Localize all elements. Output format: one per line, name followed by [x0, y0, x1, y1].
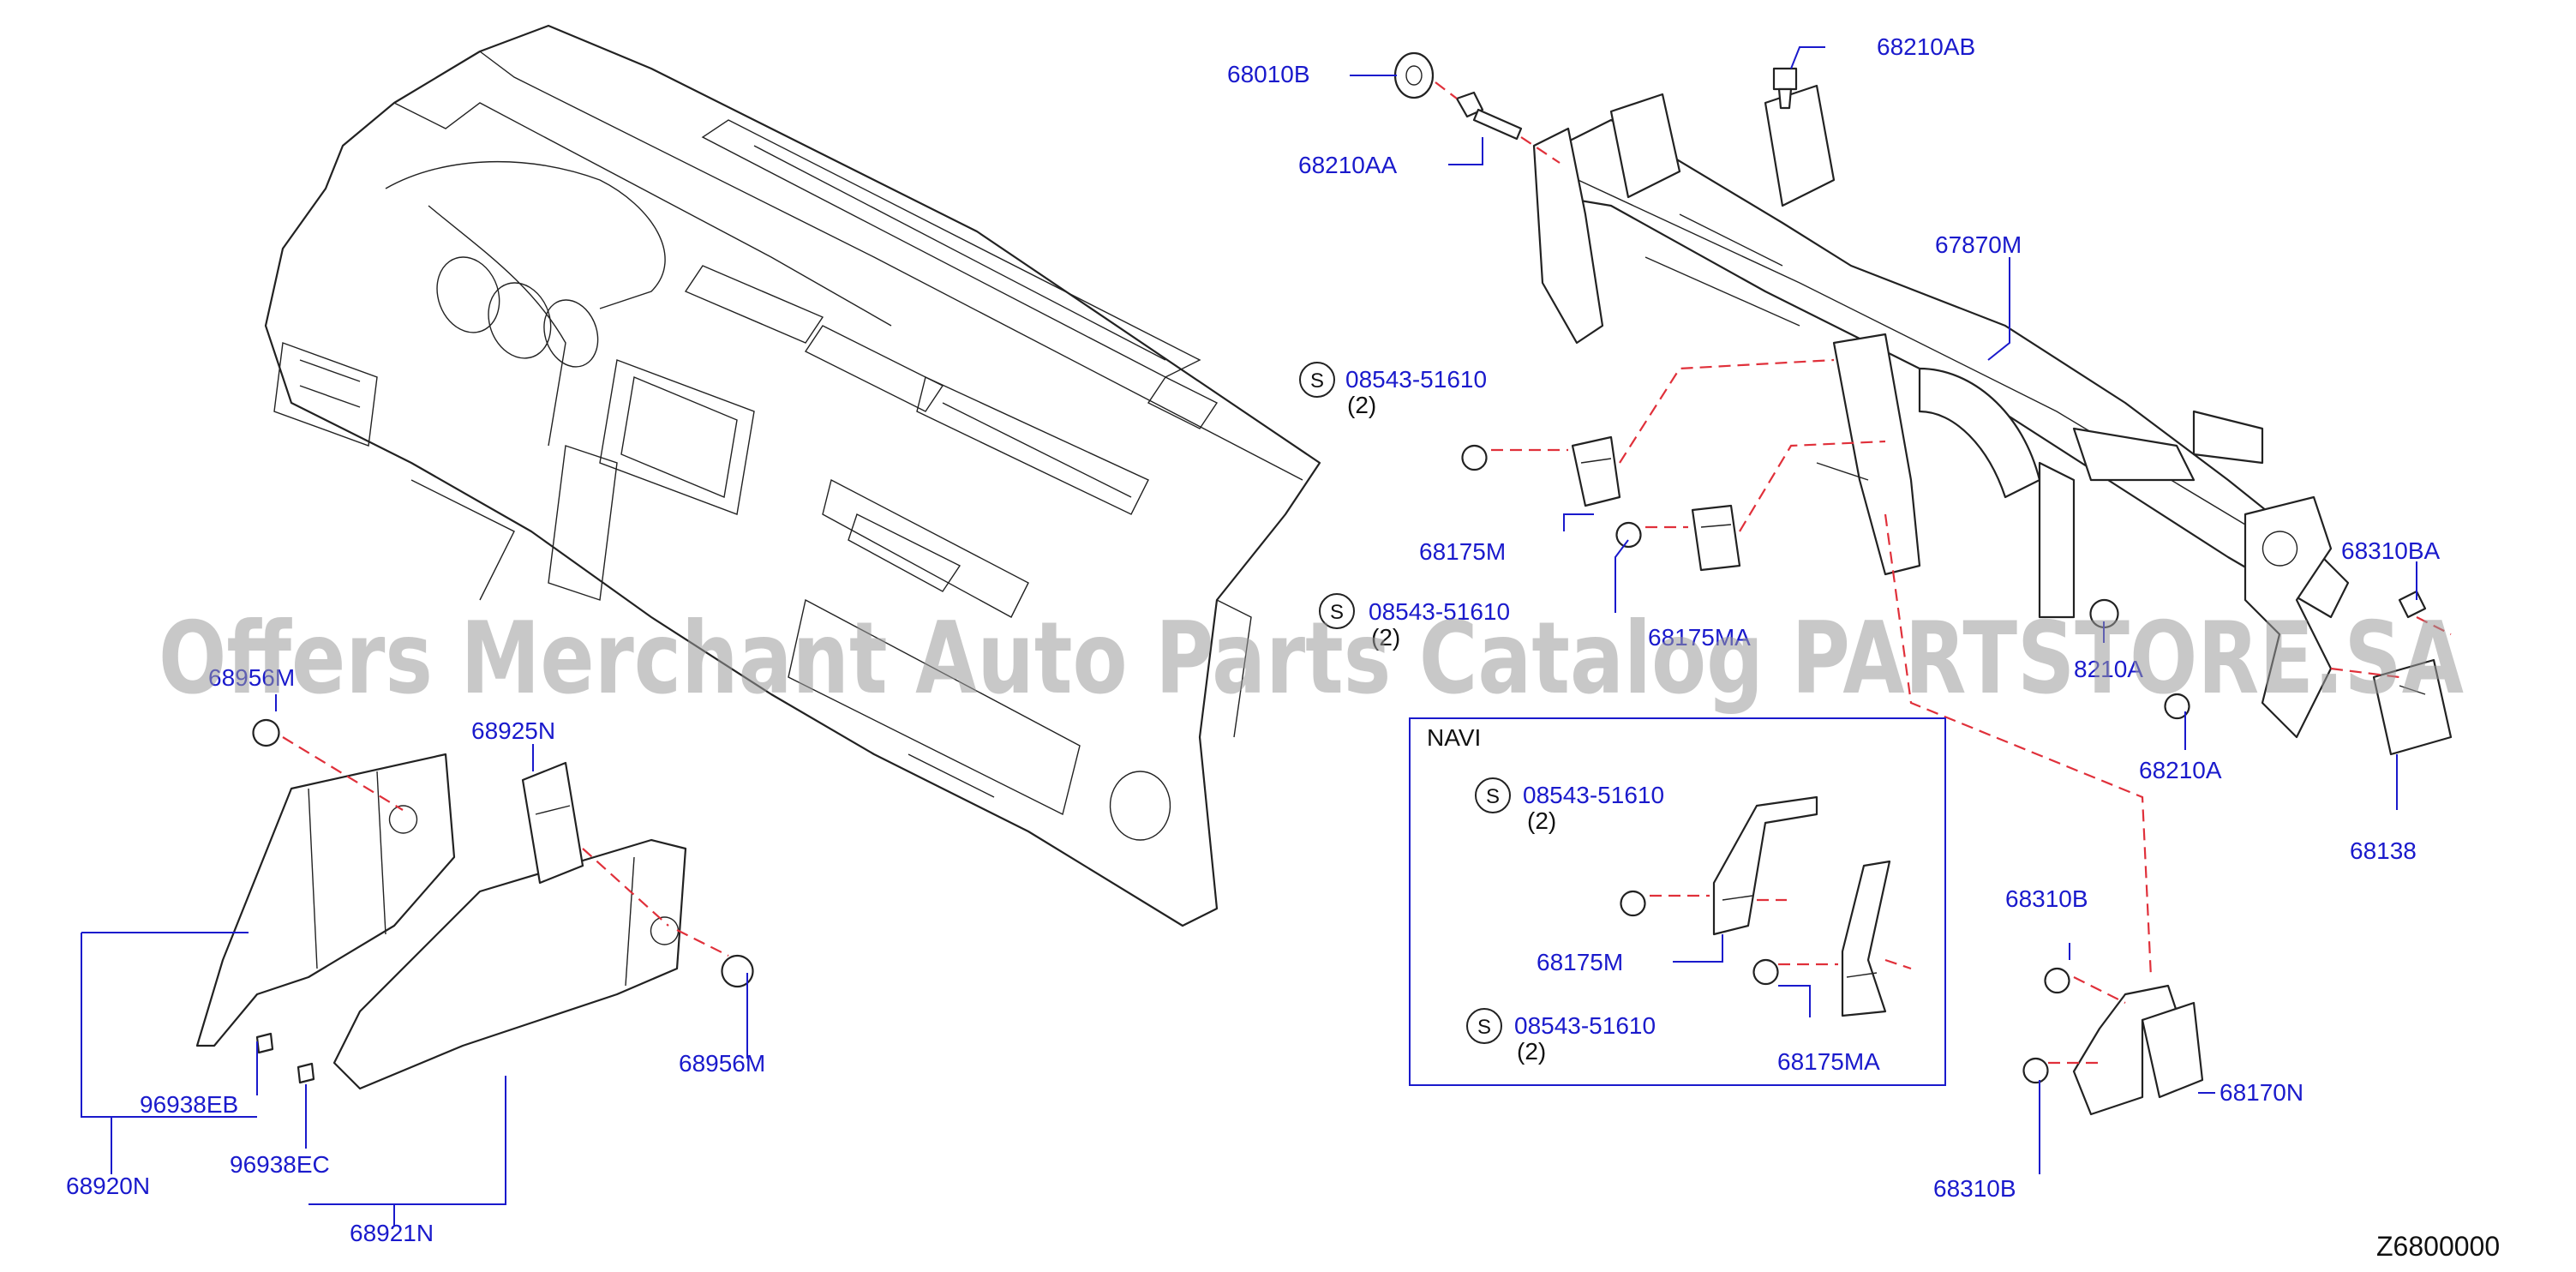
label-68175M-top[interactable]: 68175M [1419, 538, 1506, 565]
steering-member-drawing [1532, 84, 2350, 739]
screw-symbol-2 [1319, 593, 1355, 629]
label-screw-08543-51610-a[interactable]: 08543-51610 [1345, 366, 1487, 393]
label-68175M-navi[interactable]: 68175M [1537, 949, 1623, 975]
label-screw-qty-a: (2) [1347, 392, 1376, 418]
screw-symbol-navi-1 [1475, 777, 1511, 813]
label-68310BA[interactable]: 68310BA [2341, 537, 2441, 564]
label-67870M[interactable]: 67870M [1935, 231, 2022, 258]
label-navi-screw-08543-51610-a[interactable]: 08543-51610 [1523, 782, 1664, 808]
label-68925N[interactable]: 68925N [471, 717, 555, 744]
screw-symbol-2-text: S [1330, 601, 1344, 624]
label-navi-screw-08543-51610-b[interactable]: 08543-51610 [1514, 1012, 1656, 1039]
label-68920N[interactable]: 68920N [66, 1173, 150, 1199]
label-68210AB[interactable]: 68210AB [1877, 33, 1975, 60]
label-68210A[interactable]: 68210A [2139, 757, 2222, 783]
label-navi-screw-qty-a: (2) [1527, 807, 1556, 834]
instrument-panel-drawing [264, 24, 1321, 927]
label-68175MA-top[interactable]: 68175MA [1648, 624, 1751, 651]
label-68010B[interactable]: 68010B [1227, 61, 1310, 87]
label-68210AA[interactable]: 68210AA [1298, 152, 1398, 178]
label-96938EB[interactable]: 96938EB [140, 1091, 238, 1118]
label-68138[interactable]: 68138 [2350, 837, 2417, 864]
screw-symbol-1 [1299, 362, 1335, 398]
watermark-text: Offers Merchant Auto Parts Catalog PARTS… [159, 601, 2464, 717]
label-68310B-top[interactable]: 68310B [2005, 885, 2088, 912]
hardware-drawing [1393, 51, 2453, 756]
bracket-68170N-drawing [2022, 967, 2204, 1116]
label-68956M[interactable]: 68956M [679, 1050, 765, 1077]
screw-symbol-navi-2 [1466, 1008, 1502, 1044]
navi-box-title: NAVI [1427, 724, 1481, 751]
diagram-code: Z6800000 [2376, 1231, 2500, 1262]
label-68956M-top[interactable]: 68956M [208, 664, 295, 691]
part-labels: 68010B 68210AB 68210AA 67870M 08543-5161… [66, 33, 2500, 1262]
lower-covers-drawing [195, 718, 754, 1090]
label-navi-screw-qty-b: (2) [1517, 1038, 1546, 1065]
screw-symbol-1-text: S [1310, 369, 1324, 393]
label-68921N[interactable]: 68921N [350, 1220, 434, 1246]
screw-symbols: S S S S [1299, 362, 1511, 1044]
screw-symbol-navi-1-text: S [1486, 785, 1500, 808]
label-68310B-bottom[interactable]: 68310B [1933, 1175, 2016, 1202]
label-screw-qty-b: (2) [1371, 624, 1400, 651]
navi-brackets-drawing [1409, 717, 1946, 1086]
brackets-top-drawing [1461, 358, 2153, 978]
label-68210A-partial[interactable]: 8210A [2074, 656, 2143, 682]
label-screw-08543-51610-b[interactable]: 08543-51610 [1369, 598, 1510, 625]
label-96938EC[interactable]: 96938EC [230, 1151, 330, 1178]
label-68170N[interactable]: 68170N [2220, 1079, 2303, 1106]
callout-lines [81, 46, 2417, 1226]
label-68175MA-navi[interactable]: 68175MA [1777, 1048, 1880, 1075]
screw-symbol-navi-2-text: S [1477, 1016, 1491, 1039]
